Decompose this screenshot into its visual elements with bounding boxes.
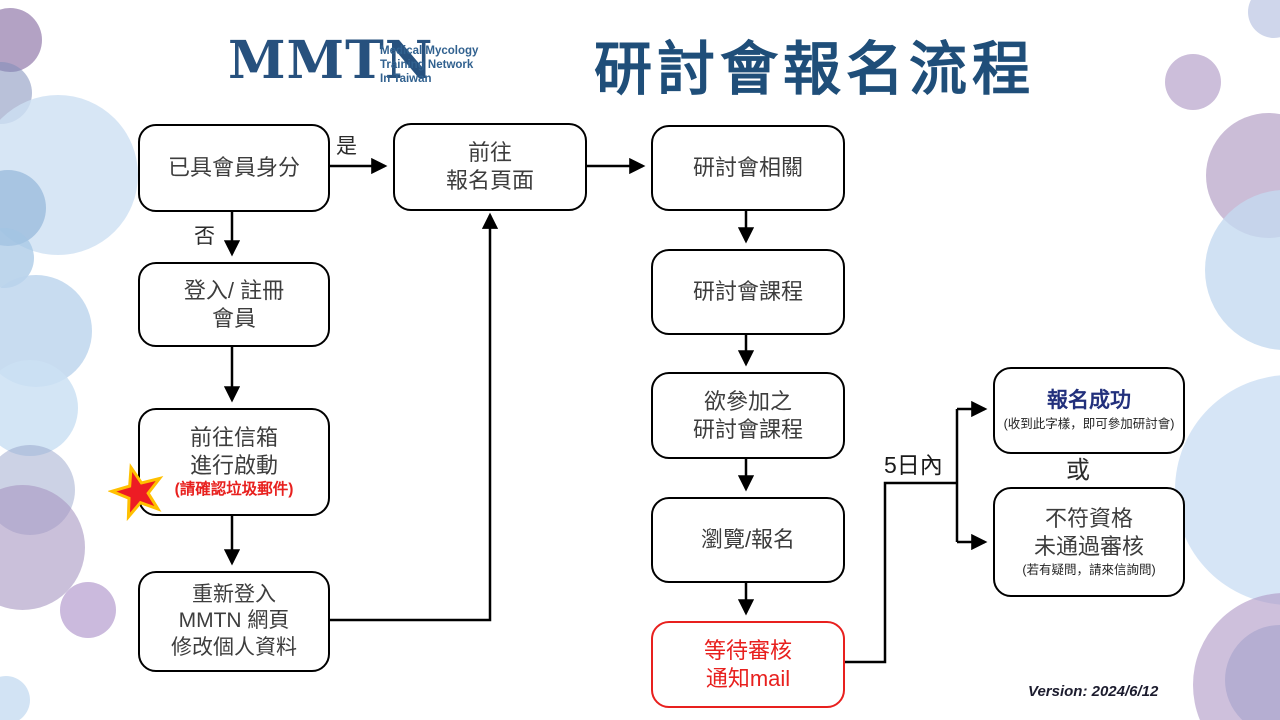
decor-circle bbox=[1165, 54, 1221, 110]
node-label: 前往信箱 進行啟動 bbox=[189, 425, 278, 479]
node-note-spam-warning: (請確認垃圾郵件) bbox=[174, 481, 294, 499]
page-title: 研討會報名流程 bbox=[594, 37, 1036, 102]
flow-node-member-check: 已具會員身分 bbox=[138, 124, 330, 212]
node-note-success: (收到此字樣，即可參加研討會) bbox=[1003, 416, 1175, 431]
edge-label-no: 否 bbox=[194, 225, 215, 248]
node-label: 研討會相關 bbox=[692, 155, 803, 181]
decor-circle bbox=[60, 582, 116, 638]
flow-node-login-register: 登入/ 註冊 會員 bbox=[138, 262, 330, 347]
alert-star-icon bbox=[108, 463, 164, 522]
mmtn-logo: MMTN bbox=[228, 30, 434, 91]
mmtn-logo-subtitle: Medical Mycology Training Network In Tai… bbox=[380, 45, 479, 85]
flow-node-goto-registration: 前往 報名頁面 bbox=[393, 123, 587, 211]
edge-label-yes: 是 bbox=[336, 135, 357, 158]
node-label: 報名成功 bbox=[1047, 389, 1131, 413]
node-label: 欲參加之 研討會課程 bbox=[692, 388, 803, 442]
node-label: 已具會員身分 bbox=[167, 155, 300, 181]
edge-label-or: 或 bbox=[1066, 457, 1090, 484]
flow-node-goto-mailbox: 前往信箱 進行啟動 (請確認垃圾郵件) bbox=[138, 408, 330, 516]
flow-node-register-success: 報名成功 (收到此字樣，即可參加研討會) bbox=[993, 367, 1185, 454]
decor-circle bbox=[0, 360, 78, 456]
node-label: 重新登入 MMTN 網頁 修改個人資料 bbox=[171, 582, 297, 659]
flow-node-relogin: 重新登入 MMTN 網頁 修改個人資料 bbox=[138, 571, 330, 672]
flow-node-not-qualified: 不符資格 未通過審核 (若有疑問，請來信詢問) bbox=[993, 487, 1185, 597]
edge-label-within-five-days: 5日內 bbox=[884, 452, 943, 478]
node-label: 登入/ 註冊 會員 bbox=[183, 277, 285, 331]
flow-node-browse-register: 瀏覽/報名 bbox=[651, 497, 845, 583]
node-label: 前往 報名頁面 bbox=[445, 140, 534, 193]
node-label: 研討會課程 bbox=[692, 279, 803, 305]
version-stamp: Version: 2024/6/12 bbox=[1028, 683, 1159, 700]
flow-node-seminar-related: 研討會相關 bbox=[651, 125, 845, 211]
node-note-inquiry: (若有疑問，請來信詢問) bbox=[1022, 563, 1156, 577]
node-label: 不符資格 未通過審核 bbox=[1033, 506, 1144, 560]
node-label: 等待審核 通知mail bbox=[703, 637, 792, 691]
flow-node-desired-course: 欲參加之 研討會課程 bbox=[651, 372, 845, 459]
flow-node-wait-review: 等待審核 通知mail bbox=[651, 621, 845, 708]
node-label: 瀏覽/報名 bbox=[700, 527, 796, 553]
flow-node-seminar-course: 研討會課程 bbox=[651, 249, 845, 335]
